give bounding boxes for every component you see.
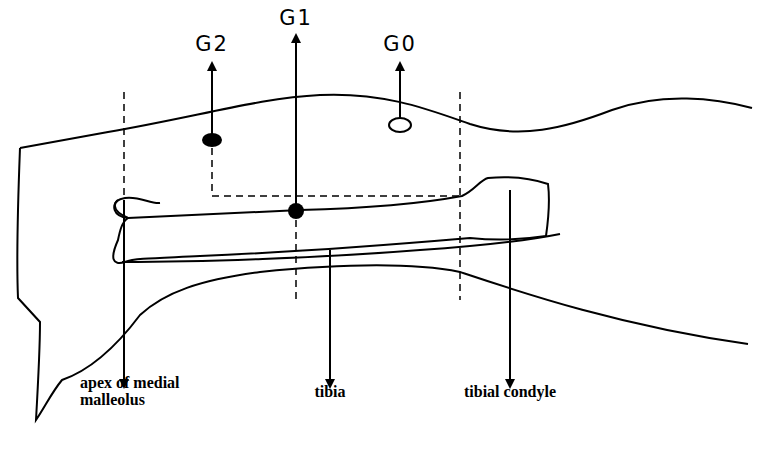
part-label: tibia (314, 384, 345, 401)
point-label: G1 (279, 7, 313, 29)
part-label: apex of medial malleolus (80, 375, 230, 409)
point-label: G2 (195, 33, 229, 55)
point-label: G0 (383, 33, 417, 55)
part-label: tibial condyle (464, 384, 556, 401)
